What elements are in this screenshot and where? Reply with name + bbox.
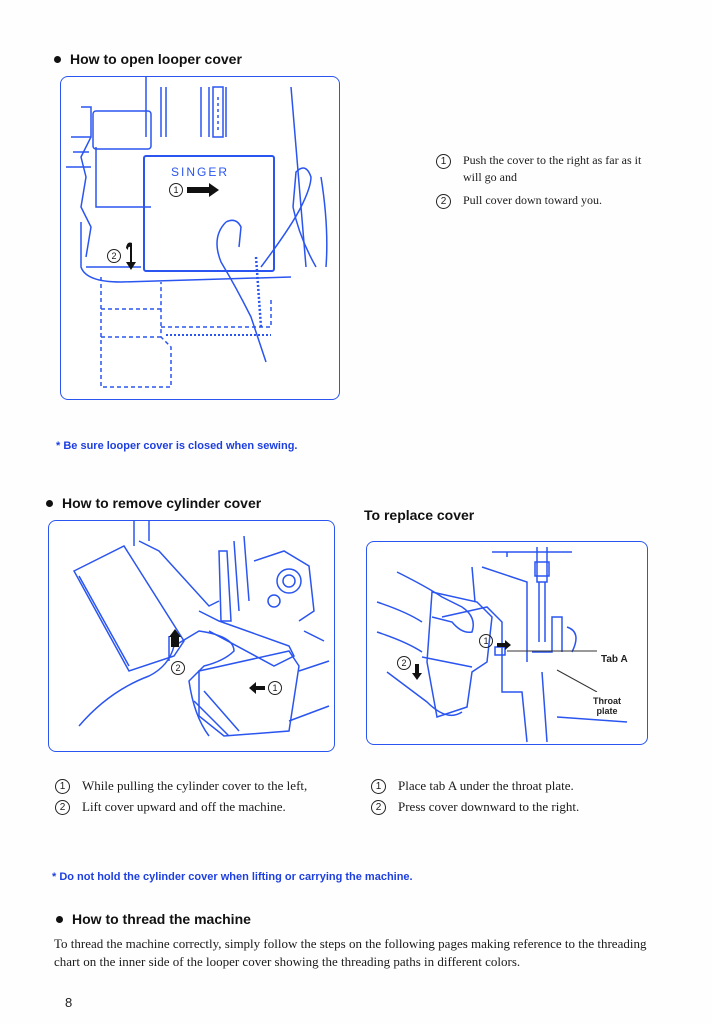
throat-plate-label-line2: plate — [596, 706, 618, 716]
arrow-down-icon — [412, 664, 422, 680]
heading-remove-cylinder-cover: How to remove cylinder cover — [46, 495, 261, 511]
heading-text: How to remove cylinder cover — [62, 495, 262, 511]
step-text: Press cover downward to the right. — [398, 799, 580, 814]
cylinder-removal-drawing-icon — [72, 521, 330, 737]
steps-open-looper-cover: 1 Push the cover to the right as far as … — [436, 152, 656, 209]
callout-leaders — [507, 650, 598, 692]
heading-text: How to open looper cover — [70, 51, 242, 67]
step-number: 2 — [436, 194, 451, 209]
cover-replacement-drawing-icon — [376, 547, 628, 743]
step-item: 1 Push the cover to the right as far as … — [436, 152, 656, 186]
step-text: Lift cover upward and off the machine. — [82, 799, 286, 814]
steps-replace-cover: 1 Place tab A under the throat plate. 2 … — [371, 777, 661, 815]
steps-remove-cylinder-cover: 1 While pulling the cylinder cover to th… — [55, 777, 355, 815]
arrow-left-icon — [249, 682, 265, 694]
step-number: 2 — [55, 800, 70, 815]
step-2-arrow — [169, 629, 181, 649]
step-number: 1 — [436, 154, 451, 169]
step-2-arrow — [412, 664, 422, 680]
step-2-marker: 2 — [397, 656, 411, 670]
heading-text: How to thread the machine — [72, 911, 251, 927]
bullet-icon — [54, 55, 61, 63]
step-item: 2 Pull cover down toward you. — [436, 192, 656, 209]
step-text: Push the cover to the right as far as it… — [463, 153, 642, 184]
bullet-icon — [56, 915, 63, 923]
step-1-arrow — [497, 640, 511, 650]
heading-replace-cover: To replace cover — [364, 507, 475, 523]
throat-plate-label: Throat plate — [593, 696, 621, 716]
tab-a-label: Tab A — [601, 654, 628, 665]
step-item: 2 Lift cover upward and off the machine. — [55, 798, 355, 815]
step-1-arrow: 1 — [249, 681, 282, 695]
illustration-replace-cover: 1 2 Tab A Throat plate — [366, 541, 648, 745]
bullet-icon — [46, 499, 53, 507]
looper-cover-note: * Be sure looper cover is closed when se… — [56, 440, 298, 452]
heading-open-looper-cover: How to open looper cover — [54, 51, 242, 67]
arrow-curved-down-icon — [126, 242, 136, 270]
step-text: Pull cover down toward you. — [463, 193, 602, 207]
step-2-marker: 2 — [107, 249, 121, 263]
arrow-up-icon — [169, 629, 181, 647]
step-text: While pulling the cylinder cover to the … — [82, 778, 308, 793]
throat-plate-label-line1: Throat — [593, 696, 621, 706]
step-1-marker: 1 — [479, 634, 493, 648]
step-2-marker: 2 — [171, 661, 185, 675]
arrow-right-icon — [497, 640, 511, 650]
step-number: 1 — [55, 779, 70, 794]
illustration-open-looper-cover: SINGER 1 2 — [60, 76, 340, 400]
singer-logo: SINGER — [171, 165, 230, 179]
step-item: 1 Place tab A under the throat plate. — [371, 777, 661, 794]
step-2-arrow: 2 — [107, 240, 139, 272]
step-item: 1 While pulling the cylinder cover to th… — [55, 777, 355, 794]
step-number: 1 — [371, 779, 386, 794]
arrow-right-icon — [187, 183, 219, 197]
page-number: 8 — [65, 995, 73, 1010]
illustration-remove-cylinder-cover: 2 1 — [48, 520, 335, 752]
machine-drawing-icon — [66, 77, 328, 388]
step-1-marker: 1 — [169, 183, 183, 197]
step-text: Place tab A under the throat plate. — [398, 778, 574, 793]
cylinder-cover-warning: * Do not hold the cylinder cover when li… — [52, 871, 413, 883]
step-item: 2 Press cover downward to the right. — [371, 798, 661, 815]
heading-thread-machine: How to thread the machine — [56, 911, 251, 927]
step-number: 2 — [371, 800, 386, 815]
threading-paragraph: To thread the machine correctly, simply … — [54, 936, 647, 969]
step-1-marker: 1 — [268, 681, 282, 695]
step-1-arrow: 1 — [169, 183, 221, 197]
